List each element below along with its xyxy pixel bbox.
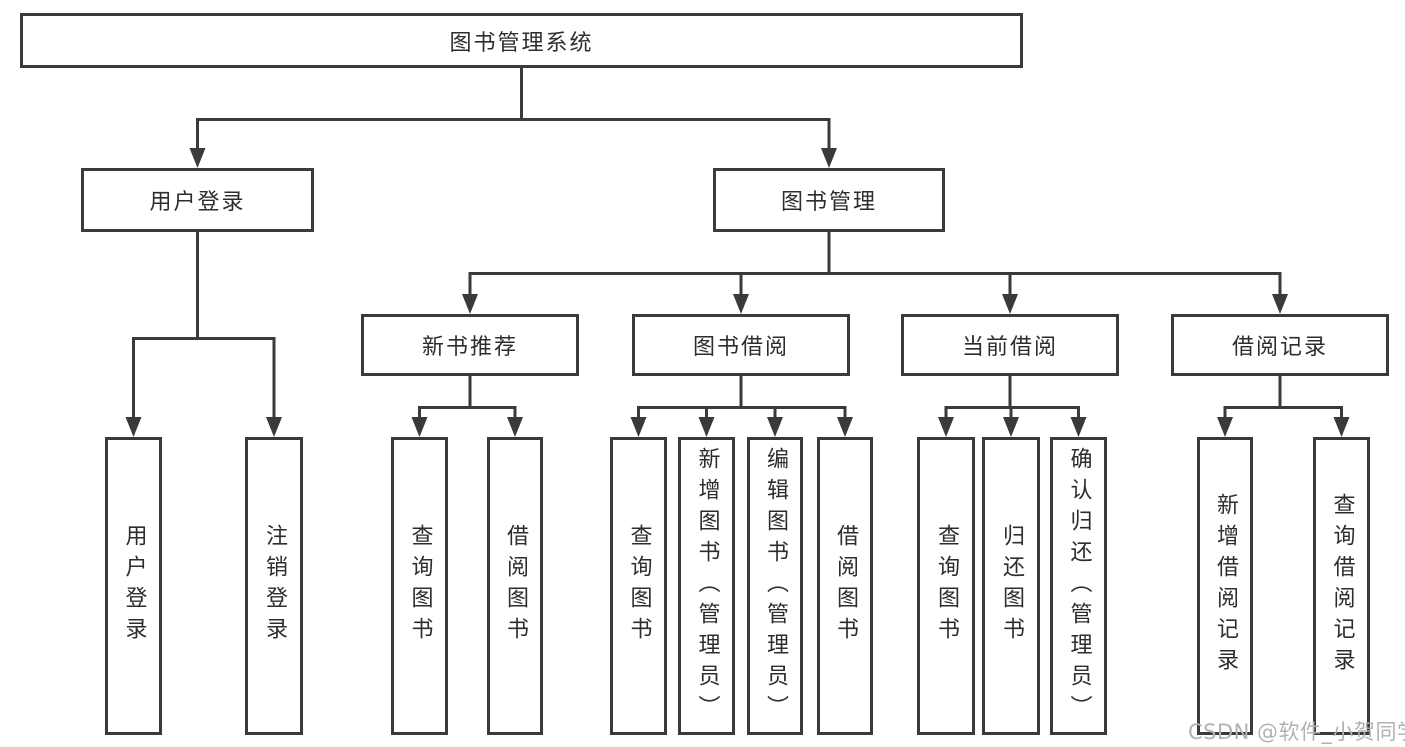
connector-line	[132, 232, 276, 418]
leaf-borrow-books: 借阅图书	[817, 437, 873, 735]
connector-user-login-branch	[125, 232, 282, 437]
node-borrow-records: 借阅记录	[1171, 314, 1389, 376]
node-current-borrow: 当前借阅	[901, 314, 1119, 376]
arrowhead-icon	[507, 417, 523, 437]
leaf-confirm-return-admin: 确认归还（管理员）	[1050, 437, 1107, 735]
node-book-management: 图书管理	[713, 168, 945, 232]
arrowhead-icon	[1002, 294, 1018, 314]
arrowhead-icon	[1272, 294, 1288, 314]
connector-line	[468, 232, 1282, 295]
node-new-book-recommend: 新书推荐	[361, 314, 579, 376]
arrowhead-icon	[411, 417, 428, 437]
arrowhead-icon	[1333, 417, 1350, 437]
leaf-add-borrow-record: 新增借阅记录	[1197, 437, 1253, 735]
arrowhead-icon	[266, 417, 282, 437]
node-label: 借阅图书	[833, 524, 858, 648]
leaf-query-books: 查询图书	[610, 437, 667, 735]
leaf-edit-books-admin: 编辑图书（管理员）	[747, 437, 803, 735]
connector-book-management-branch	[462, 232, 1288, 314]
arrowhead-icon	[837, 417, 853, 437]
node-label: 新书推荐	[421, 335, 518, 360]
node-label: 查询图书	[626, 524, 652, 648]
arrowhead-icon	[1070, 417, 1087, 437]
connector-root-to-level2	[189, 68, 837, 168]
arrowhead-icon	[821, 148, 837, 168]
node-label: 图书管理	[780, 190, 877, 215]
leaf-query-borrow-record: 查询借阅记录	[1313, 437, 1370, 735]
connector-book-borrow-branch	[630, 376, 853, 437]
connector-line	[944, 376, 1080, 418]
node-book-borrow: 图书借阅	[632, 314, 850, 376]
arrowhead-icon	[189, 148, 206, 168]
connector-line	[1223, 376, 1343, 418]
arrowhead-icon	[733, 294, 749, 314]
connector-new-book-branch	[411, 376, 523, 437]
connector-line	[418, 376, 517, 418]
node-label: 查询图书	[407, 524, 433, 648]
node-label: 图书管理系统	[449, 30, 594, 56]
node-label: 新增图书（管理员）	[694, 446, 720, 726]
arrowhead-icon	[462, 294, 478, 314]
node-label: 用户登录	[121, 524, 147, 648]
arrowhead-icon	[698, 417, 715, 437]
node-label: 查询图书	[934, 524, 959, 648]
node-user-login: 用户登录	[81, 168, 314, 232]
node-label: 图书借阅	[692, 335, 789, 360]
leaf-return-books: 归还图书	[982, 437, 1040, 735]
leaf-query-books: 查询图书	[391, 437, 448, 735]
connector-current-borrow-branch	[938, 376, 1087, 437]
connector-line	[196, 68, 831, 149]
arrowhead-icon	[767, 417, 783, 437]
node-label: 注销登录	[262, 524, 287, 648]
node-label: 归还图书	[999, 524, 1024, 648]
leaf-borrow-books: 借阅图书	[487, 437, 543, 735]
arrowhead-icon	[125, 417, 142, 437]
node-label: 用户登录	[149, 190, 246, 215]
node-label: 借阅记录	[1231, 335, 1328, 360]
arrowhead-icon	[938, 417, 954, 437]
node-label: 查询借阅记录	[1329, 493, 1355, 679]
leaf-logout: 注销登录	[245, 437, 303, 735]
arrowhead-icon	[1217, 417, 1233, 437]
node-label: 确认归还（管理员）	[1066, 446, 1092, 726]
leaf-user-login: 用户登录	[105, 437, 162, 735]
node-label: 新增借阅记录	[1213, 493, 1238, 679]
leaf-add-books-admin: 新增图书（管理员）	[678, 437, 735, 735]
connector-line	[637, 376, 847, 418]
node-label: 借阅图书	[503, 524, 528, 648]
node-label: 当前借阅	[961, 335, 1058, 360]
connector-borrow-records-branch	[1217, 376, 1350, 437]
arrowhead-icon	[1003, 417, 1019, 437]
leaf-query-books: 查询图书	[917, 437, 975, 735]
arrowhead-icon	[630, 417, 647, 437]
node-label: 编辑图书（管理员）	[763, 446, 788, 726]
node-library-management-system: 图书管理系统	[20, 13, 1023, 68]
csdn-watermark: CSDN @软件_小贺同学	[1188, 720, 1405, 744]
